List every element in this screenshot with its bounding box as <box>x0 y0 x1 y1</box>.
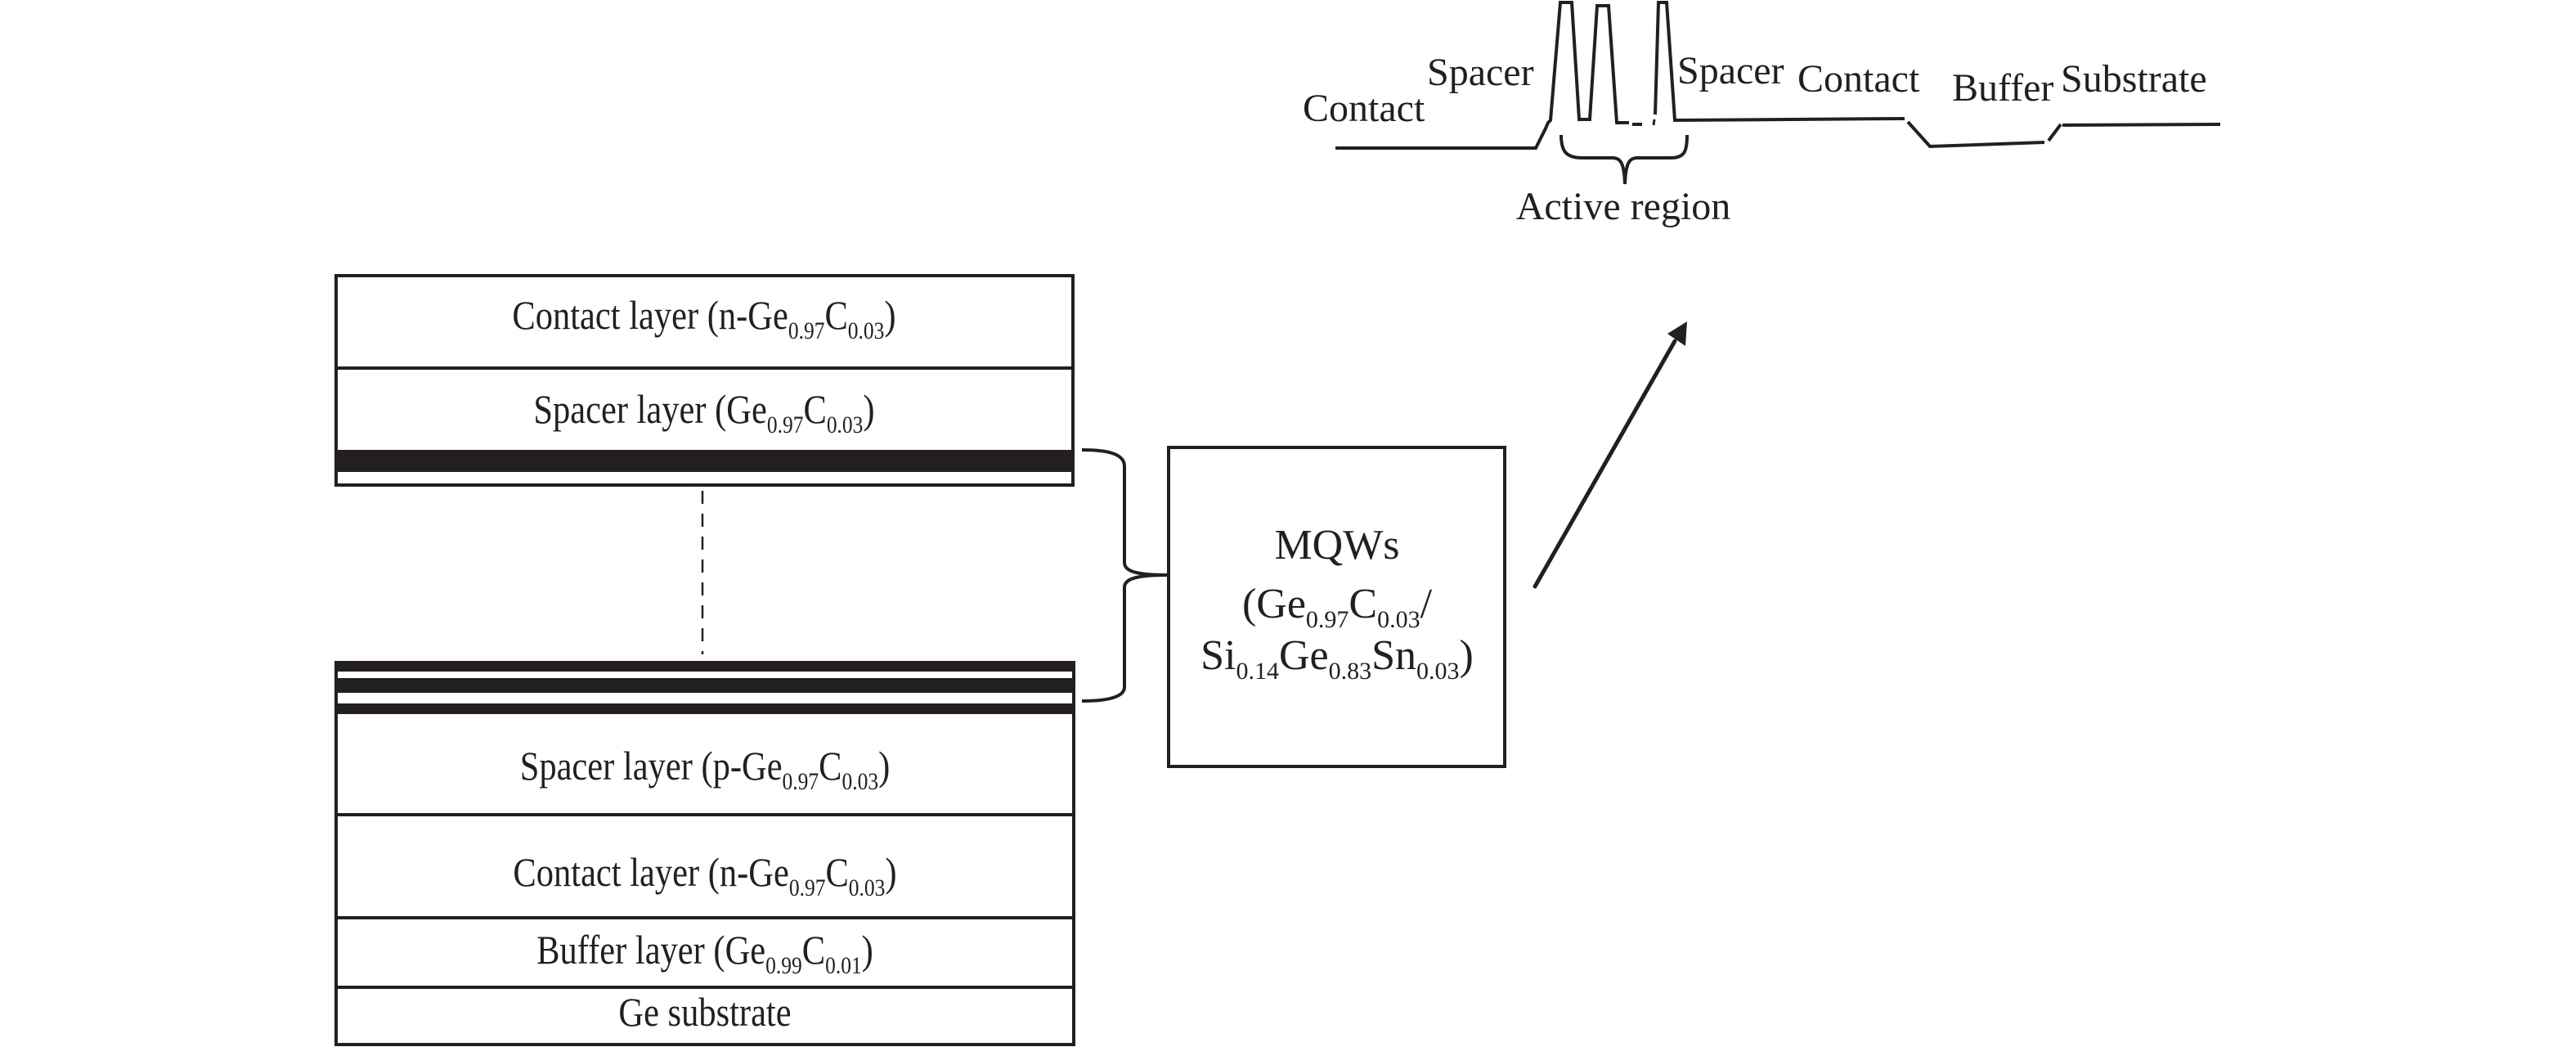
layer-label-contact-top: Contact layer (n-Ge0.97C0.03) <box>512 294 895 345</box>
text-run: MQWs <box>1274 522 1399 568</box>
subscript: 0.97 <box>767 411 804 438</box>
quantum-well-band-1 <box>336 663 1074 672</box>
text-run: Buffer layer (Ge <box>536 928 765 973</box>
subscript: 0.97 <box>789 874 826 901</box>
layer-label-contact-bottom: Contact layer (n-Ge0.97C0.03) <box>513 851 896 902</box>
subscript: 0.14 <box>1236 658 1279 685</box>
text-run: C <box>825 851 848 896</box>
layer-label-substrate: Ge substrate <box>618 991 791 1036</box>
text-run: (Ge <box>1242 581 1306 627</box>
mqw-composition-line-2: Si0.14Ge0.83Sn0.03) <box>1200 632 1474 685</box>
quantum-well-band-top <box>336 450 1073 472</box>
text-run: ) <box>885 851 896 896</box>
band-label-contact-left: Contact <box>1303 87 1425 130</box>
mqw-composition-line-1: (Ge0.97C0.03/ <box>1242 581 1433 633</box>
band-diagram: Contact Spacer Spacer Contact Buffer Sub… <box>1303 0 2221 228</box>
subscript: 0.97 <box>1306 606 1349 633</box>
subscript: 0.97 <box>788 317 825 344</box>
subscript: 0.83 <box>1329 658 1372 685</box>
band-profile-left <box>1335 1 1629 150</box>
subscript: 0.03 <box>827 411 864 438</box>
text-run: C <box>824 294 847 339</box>
text-run: Ge <box>1279 632 1329 679</box>
text-run: ) <box>884 294 895 339</box>
subscript: 0.01 <box>825 952 862 979</box>
subscript: 0.97 <box>783 768 819 795</box>
quantum-well-band-3 <box>336 703 1074 714</box>
arrow-head-icon <box>1667 321 1687 346</box>
text-run: Contact layer (n-Ge <box>513 851 788 896</box>
band-label-spacer-left: Spacer <box>1427 51 1534 94</box>
subscript: 0.03 <box>1416 658 1460 685</box>
mqw-curly-brace <box>1081 448 1170 703</box>
text-run: Spacer layer (p-Ge <box>520 744 783 789</box>
text-run: Spacer layer (Ge <box>533 388 766 433</box>
layer-label-buffer: Buffer layer (Ge0.99C0.01) <box>536 928 873 980</box>
text-run: ) <box>1460 632 1474 679</box>
mqw-box: MQWs (Ge0.97C0.03/ Si0.14Ge0.83Sn0.03) <box>1167 446 1506 768</box>
text-run: Si <box>1200 632 1236 679</box>
text-run: ) <box>862 928 873 973</box>
subscript: 0.99 <box>765 952 802 979</box>
layer-stack-bottom: Spacer layer (p-Ge0.97C0.03) Contact lay… <box>334 661 1075 1046</box>
layer-label-spacer-top: Spacer layer (Ge0.97C0.03) <box>533 388 874 439</box>
text-run: C <box>819 744 841 789</box>
mqw-box-outline <box>1167 446 1506 768</box>
text-run: Contact layer (n-Ge <box>512 294 788 339</box>
stack-top-outline <box>334 274 1075 487</box>
layer-stack-top: Contact layer (n-Ge0.97C0.03) Spacer lay… <box>334 274 1075 487</box>
band-label-spacer-right: Spacer <box>1677 49 1784 92</box>
zoom-arrow <box>1533 321 1687 589</box>
subscript: 0.03 <box>1377 606 1420 633</box>
text-run: Sn <box>1371 632 1416 679</box>
text-run: / <box>1420 581 1433 627</box>
band-profile-right <box>1654 0 1905 123</box>
text-run: C <box>802 928 825 973</box>
layer-label-spacer-bottom: Spacer layer (p-Ge0.97C0.03) <box>520 744 891 796</box>
subscript: 0.03 <box>849 874 886 901</box>
text-run: C <box>1349 581 1377 627</box>
arrow-shaft <box>1533 339 1677 589</box>
band-label-contact-right: Contact <box>1797 57 1920 101</box>
subscript: 0.03 <box>848 317 885 344</box>
text-run: C <box>803 388 826 433</box>
band-profile-buffer <box>1906 120 2045 149</box>
quantum-well-band-2 <box>336 678 1074 693</box>
mqw-title: MQWs <box>1274 522 1399 568</box>
band-profile-substrate <box>2047 123 2221 142</box>
active-region-label: Active region <box>1516 185 1731 228</box>
band-label-substrate: Substrate <box>2061 57 2207 101</box>
band-label-buffer: Buffer <box>1952 66 2053 110</box>
text-run: ) <box>878 744 890 789</box>
active-region-brace <box>1560 134 1689 185</box>
text-run: ) <box>863 388 874 433</box>
text-run: Ge substrate <box>618 991 791 1036</box>
subscript: 0.03 <box>842 768 879 795</box>
